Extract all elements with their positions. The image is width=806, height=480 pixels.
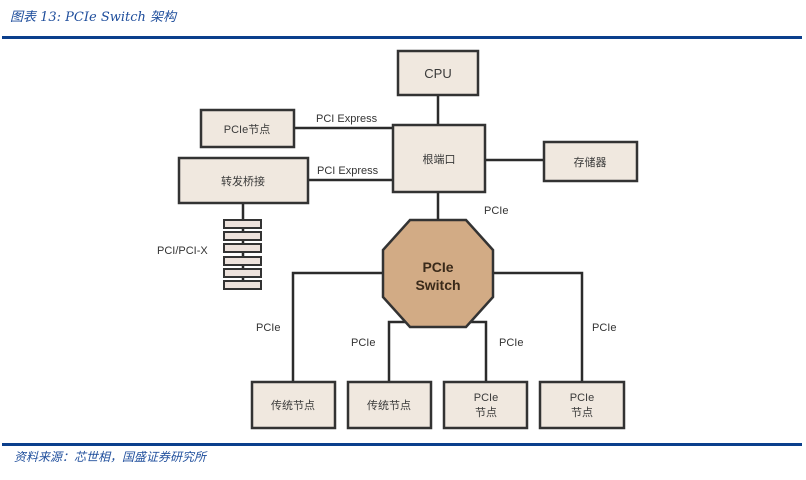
switch-label-line1: PCIe (422, 259, 453, 275)
storage-label: 存储器 (574, 155, 607, 169)
link-label-pcie-node-3: PCIe (499, 337, 523, 349)
pcie-switch: PCIe Switch (381, 218, 495, 329)
cpu-label: CPU (424, 66, 451, 81)
legacy-node-2-label: 传统节点 (367, 399, 411, 412)
legacy-node-2-box: 传统节点 (346, 380, 433, 430)
storage-box: 存储器 (542, 140, 639, 183)
bus-slot (223, 280, 262, 290)
pcie-node-left-box: PCIe节点 (199, 108, 296, 149)
bus-slot (223, 219, 262, 229)
bus-slot (223, 231, 262, 241)
root-port-label: 根端口 (423, 152, 456, 166)
pcie-node-3-label-line2: 节点 (475, 406, 497, 419)
link-label-root-switch: PCIe (484, 205, 508, 217)
link-label-pcie-node-root: PCI Express (316, 113, 378, 125)
figure-source: 资料来源：芯世相，国盛证券研究所 (14, 450, 207, 464)
bus-slot (223, 256, 262, 266)
pcie-node-4-box: PCIe 节点 (538, 380, 626, 430)
bus-label: PCI/PCI-X (157, 245, 208, 257)
pci-bus-slots (223, 219, 262, 290)
pcie-node-left-label: PCIe节点 (224, 123, 270, 136)
cpu-box: CPU (396, 49, 480, 97)
root-port-box: 根端口 (391, 123, 487, 194)
bus-slot (223, 268, 262, 278)
bus-slot (223, 243, 262, 253)
link-label-pcie-node-4: PCIe (592, 322, 616, 334)
wire-switch-pcie-node-4 (493, 271, 584, 382)
pcie-node-3-box: PCIe 节点 (442, 380, 529, 430)
pcie-node-4-label-line1: PCIe (570, 392, 594, 404)
bridge-label: 转发桥接 (221, 174, 265, 188)
wire-switch-pcie-node-3 (466, 320, 488, 382)
footer-rule (2, 443, 802, 446)
legacy-node-1-box: 传统节点 (250, 380, 337, 430)
link-label-bridge-root: PCI Express (317, 165, 379, 177)
wire-switch-legacy-2 (387, 320, 410, 382)
link-label-legacy-2: PCIe (351, 337, 375, 349)
link-label-legacy-1: PCIe (256, 322, 280, 334)
pcie-node-4-label-line2: 节点 (571, 406, 593, 419)
pcie-node-3-label-line1: PCIe (474, 392, 498, 404)
wire-switch-legacy-1 (291, 271, 385, 382)
switch-label-line2: Switch (415, 277, 460, 293)
figure-title: 图表 13: PCIe Switch 架构 (10, 10, 177, 25)
header-rule (2, 36, 802, 39)
legacy-node-1-label: 传统节点 (271, 399, 315, 412)
bridge-box: 转发桥接 (177, 156, 310, 205)
